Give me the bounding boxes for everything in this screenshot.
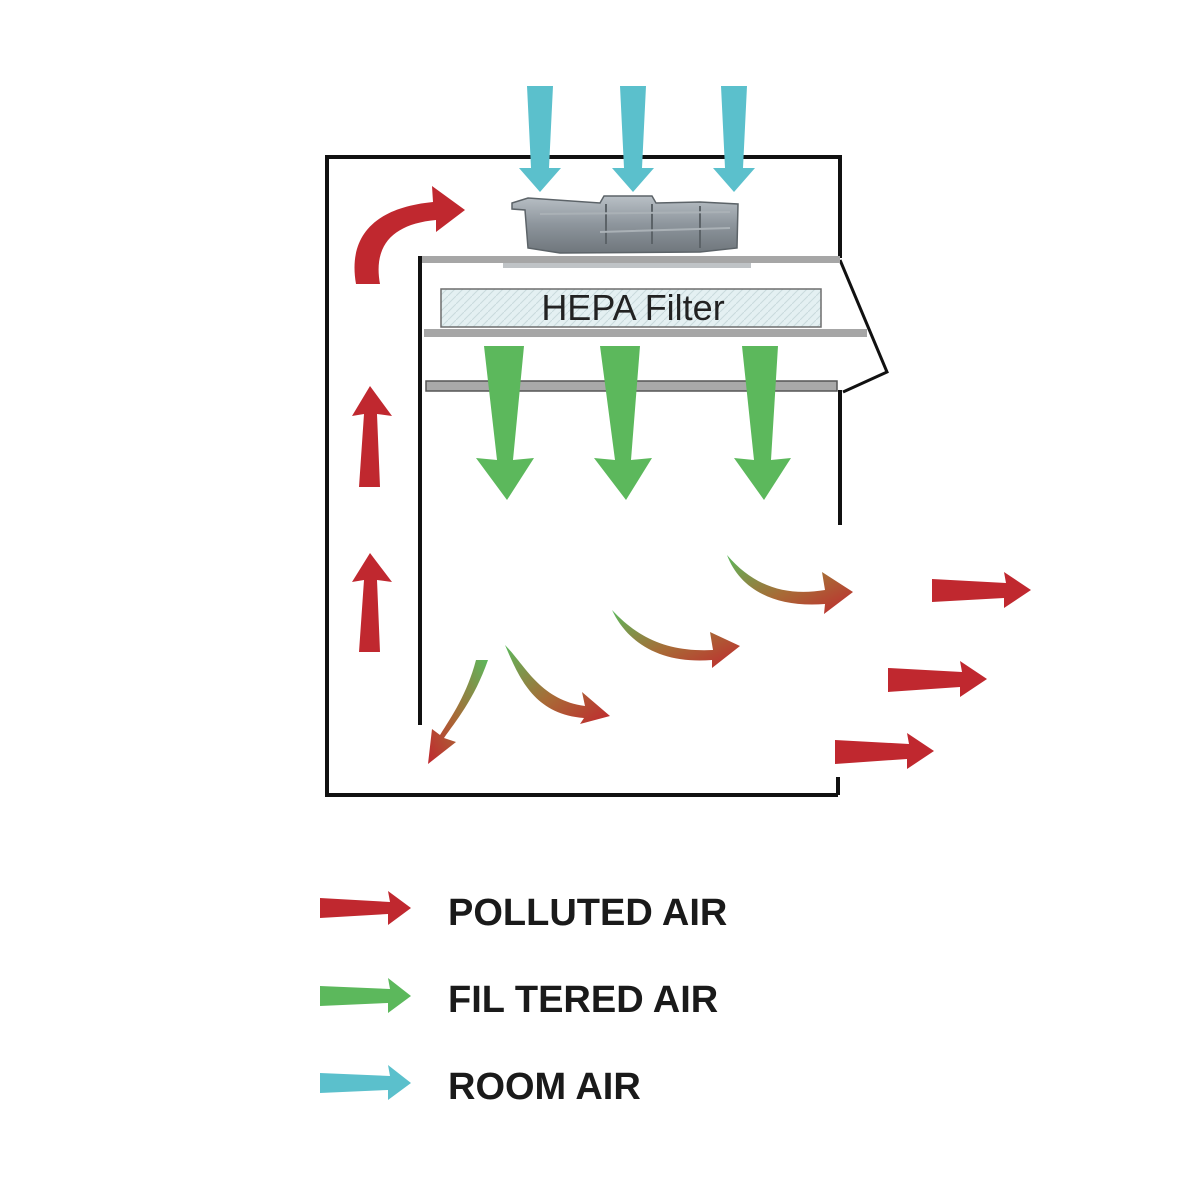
curved-airflow-arrow — [727, 555, 853, 614]
hepa-filter: HEPA Filter — [440, 287, 822, 328]
fan-unit — [511, 195, 739, 254]
hepa-filter-label: HEPA Filter — [541, 287, 724, 328]
polluted-air-curved-arrow — [354, 186, 465, 284]
fan-shroud-line — [539, 211, 731, 233]
legend-item-filtered: FIL TERED AIR — [320, 978, 718, 1021]
polluted-air-up-arrow — [352, 553, 392, 652]
polluted-air-right-arrow — [888, 661, 987, 697]
filtered-air-arrow — [476, 346, 534, 500]
polluted-air-right-arrow — [835, 733, 934, 769]
legend-item-room: ROOM AIR — [320, 1065, 641, 1108]
fan-housing — [511, 195, 739, 254]
cabinet-outer-wall — [325, 155, 842, 797]
curved-airflow-arrow — [612, 610, 740, 668]
room-air-arrow — [519, 86, 561, 192]
filtered-air-arrow — [594, 346, 652, 500]
curved-airflow-arrow — [428, 660, 488, 764]
mixed-air-arrows — [428, 555, 853, 764]
polluted-air-legend-arrow — [320, 891, 411, 925]
legend-label-room: ROOM AIR — [448, 1066, 641, 1108]
top-plenum-plate — [422, 256, 840, 263]
legend-label-polluted: POLLUTED AIR — [448, 892, 727, 934]
room-air-arrow — [612, 86, 654, 192]
filtered-air-arrows — [476, 346, 791, 500]
cabinet — [325, 155, 889, 797]
cabinet-sash — [838, 259, 889, 394]
room-air-legend-arrow — [320, 1065, 411, 1100]
fan-base-plate — [503, 263, 751, 268]
legend-item-polluted: POLLUTED AIR — [320, 891, 727, 934]
polluted-air-right-arrow — [932, 572, 1031, 608]
curved-airflow-arrow — [505, 645, 610, 724]
filtered-air-arrow — [734, 346, 791, 500]
polluted-air-up-arrow — [352, 386, 392, 487]
hepa-filter-body — [440, 288, 822, 328]
polluted-air-arrows — [352, 186, 1031, 769]
filter-bottom-plate — [424, 329, 867, 337]
legend: POLLUTED AIR FIL TERED AIR ROOM AIR — [320, 891, 727, 1108]
room-air-arrows — [519, 86, 755, 192]
room-air-arrow — [713, 86, 755, 192]
filtered-air-legend-arrow — [320, 978, 411, 1013]
legend-label-filtered: FIL TERED AIR — [448, 979, 718, 1021]
